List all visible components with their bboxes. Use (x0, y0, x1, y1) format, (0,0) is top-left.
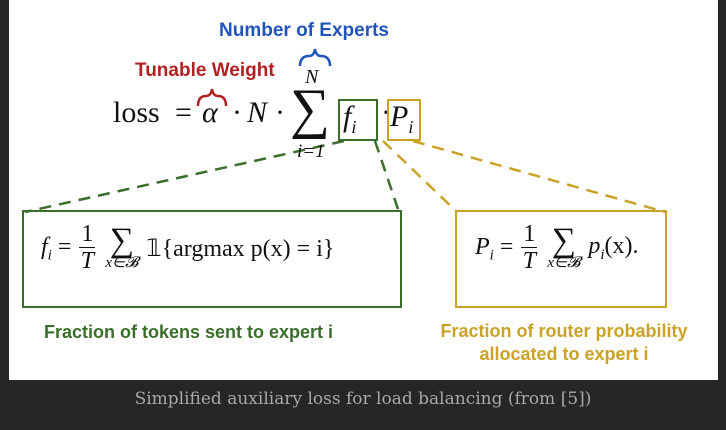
p-fraction: 1 T (521, 221, 538, 275)
equals-sign: = (175, 96, 192, 129)
f-i-term: fi (343, 100, 357, 137)
connector-layer (24, 48, 666, 214)
sum-sigma-icon: ∑ (290, 78, 330, 140)
p-formula-box (455, 210, 667, 308)
dot-operator-3: · (381, 96, 391, 129)
loss-equation: loss (113, 96, 160, 130)
n-symbol: N (247, 96, 268, 129)
p-equals: = (499, 233, 514, 260)
alpha-symbol: α (202, 96, 218, 129)
p-lhs: P (475, 233, 490, 260)
sum-upper-limit: N (305, 66, 319, 88)
dot-operator-1: · (232, 96, 242, 129)
p-formula: Pi = 1 T ∑ x∈𝓑 pi(x). (475, 221, 639, 275)
p-i-highlight-box (387, 99, 421, 141)
red-brace-icon (196, 88, 228, 107)
f-body: 𝟙{argmax p(x) = i} (146, 235, 335, 262)
f-i-highlight-box (338, 99, 378, 141)
f-formula: fi = 1 T ∑ x∈𝓑 𝟙{argmax p(x) = i} (41, 221, 335, 275)
tunable-weight-label: Tunable Weight (135, 60, 275, 81)
f-equals: = (57, 233, 72, 260)
fraction-tokens-label: Fraction of tokens sent to expert i (44, 322, 334, 342)
green-dash-left (24, 139, 345, 214)
gold-dash-right (412, 139, 666, 214)
f-formula-box (22, 210, 402, 308)
number-of-experts-label: Number of Experts (219, 20, 389, 41)
green-dash-right (373, 140, 401, 213)
fraction-router-label: Fraction of router probability allocated… (440, 321, 688, 364)
gold-dash-left (382, 140, 458, 213)
blue-brace-icon (298, 48, 332, 67)
p-sum: ∑ x∈𝓑 (547, 221, 581, 272)
p-body: p (588, 232, 601, 259)
f-fraction: 1 T (79, 221, 96, 275)
p-body-tail: (x). (604, 232, 639, 259)
loss-text: loss (113, 96, 160, 129)
sum-lower-limit: i=1 (297, 141, 325, 162)
f-lhs: f (41, 233, 48, 260)
f-sum: ∑ x∈𝓑 (105, 221, 139, 272)
p-i-term: Pi (390, 100, 414, 137)
figure-caption: Simplified auxiliary loss for load balan… (134, 389, 592, 409)
dot-operator-2: · (275, 96, 285, 129)
diagram-canvas: Number of Experts Tunable Weight loss = … (9, 0, 718, 380)
